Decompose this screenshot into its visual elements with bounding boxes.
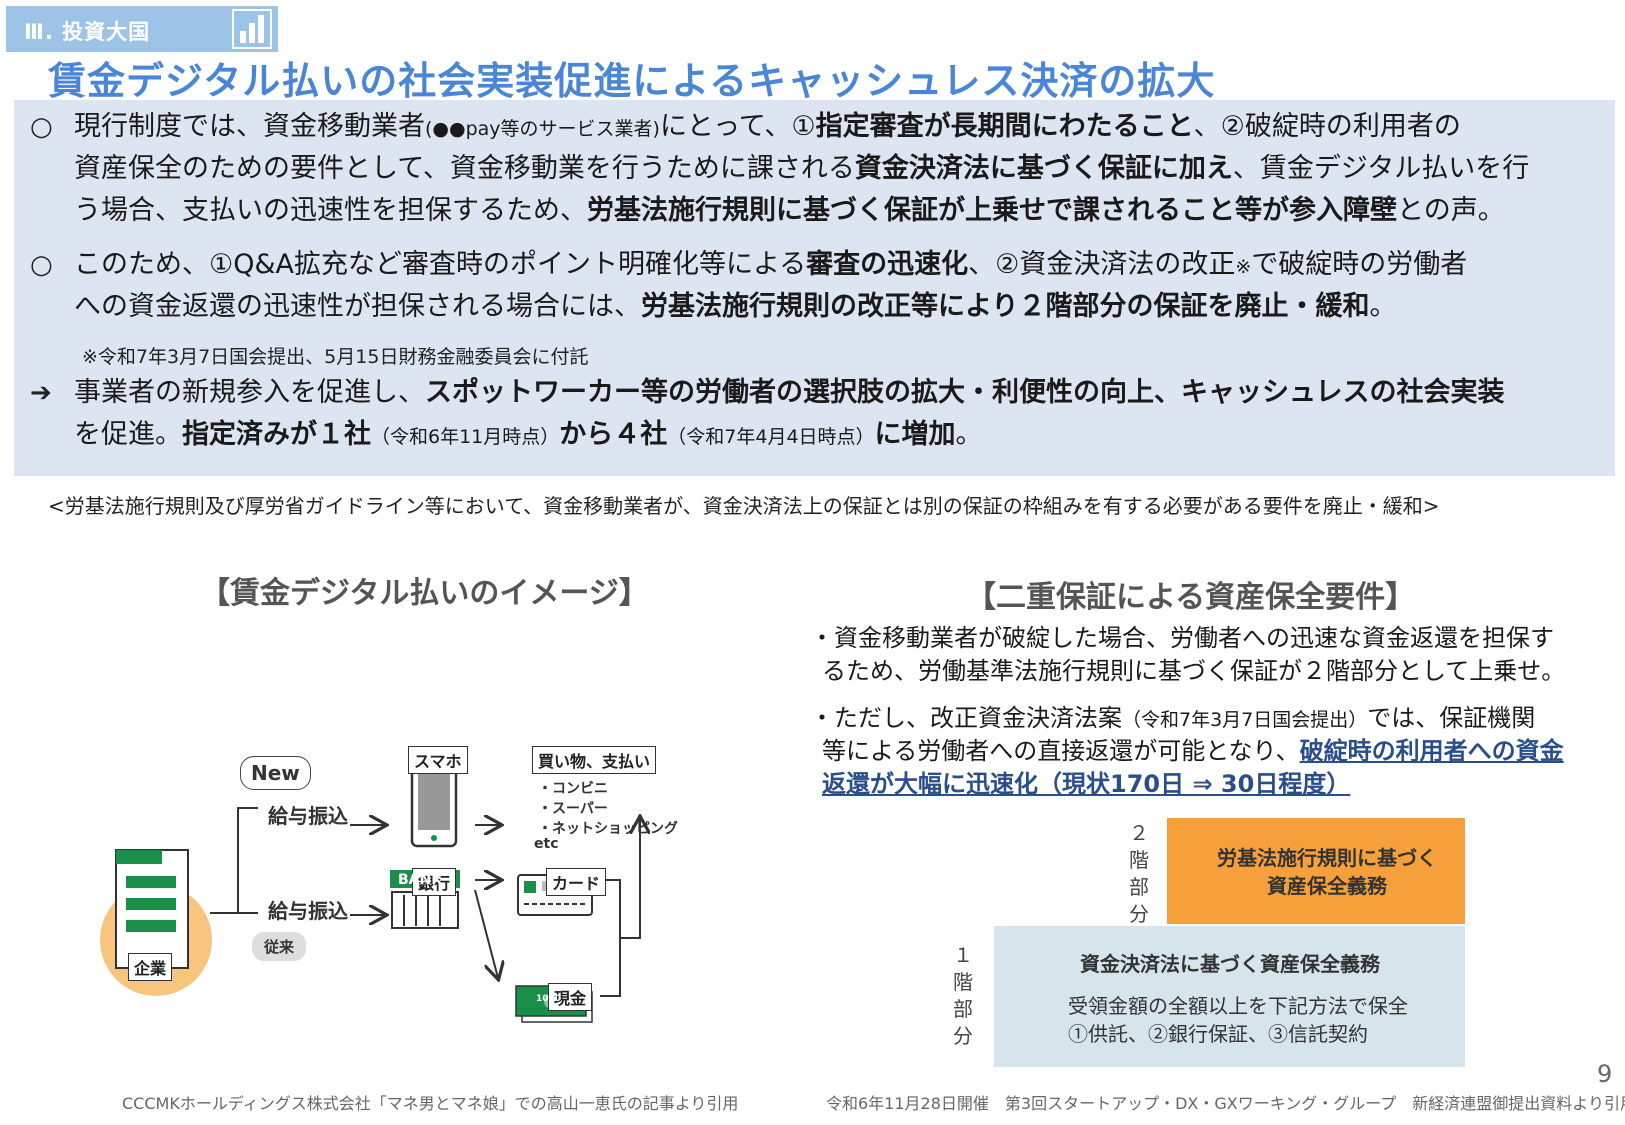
bullet-marker: ○ <box>30 112 53 142</box>
summary-p1-line3: う場合、支払いの迅速性を担保するため、労基法施行規則に基づく保証が上乗せで課され… <box>74 195 1505 226</box>
company-label: 企業 <box>128 953 173 981</box>
bank-label: 銀行 <box>412 868 457 896</box>
card-label: カード <box>546 868 607 896</box>
right-bullet2-line3: 返還が大幅に迅速化（現状170日 ⇒ 30日程度） <box>822 770 1351 798</box>
page-number: 9 <box>1597 1060 1613 1088</box>
shop-item: ・コンビニ <box>538 781 608 797</box>
level1-text: 受領金額の全額以上を下記方法で保全 <box>1068 994 1408 1018</box>
conventional-badge: 従来 <box>252 932 307 961</box>
bullet-marker: ○ <box>30 250 53 280</box>
purchases-label: 買い物、支払い <box>532 746 657 774</box>
shop-item: ・ネットショッピング <box>538 821 678 837</box>
section-tag: Ⅲ. 投資大国 <box>6 6 278 52</box>
bank-sign-label: BANK <box>398 872 443 888</box>
level2-text: 労基法施行規則に基づく <box>1217 846 1437 870</box>
left-heading: 【賃金デジタル払いのイメージ】 <box>200 576 649 611</box>
summary-p2-line1: このため、①Q&A拡充など審査時のポイント明確化等による審査の迅速化、②資金決済… <box>74 249 1468 280</box>
section-tag-label: Ⅲ. 投資大国 <box>24 20 151 44</box>
new-bubble: New <box>240 756 311 790</box>
smartphone-label: スマホ <box>408 746 468 774</box>
summary-p3-line1: 事業者の新規参入を促進し、スポットワーカー等の労働者の選択肢の拡大・利便性の向上… <box>74 377 1505 408</box>
shop-item: etc <box>534 836 559 852</box>
arrow-icon: ➔ <box>30 378 52 408</box>
level1-label: １階部分 <box>953 943 973 1048</box>
bank-building-icon <box>391 891 459 929</box>
bar-chart-icon <box>232 9 272 49</box>
summary-box: ○ 現行制度では、資金移動業者(●●pay等のサービス業者)にとって、①指定審査… <box>14 100 1615 476</box>
shop-item: ・スーパー <box>538 801 608 817</box>
summary-p2-note: ※令和7年3月7日国会提出、5月15日財務金融委員会に付託 <box>82 346 589 368</box>
right-bullet2-line2: 等による労働者への直接返還が可能となり、破綻時の利用者への資金 <box>822 737 1564 765</box>
requirement-note: <労基法施行規則及び厚労省ガイドライン等において、資金移動業者が、資金決済法上の… <box>48 494 1440 518</box>
source-left: CCCMKホールディングス株式会社「マネ男とマネ娘」での高山一恵氏の記事より引用 <box>122 1094 739 1113</box>
level1-box: 資金決済法に基づく資産保全義務 受領金額の全額以上を下記方法で保全 ①供託、②銀… <box>994 926 1465 1067</box>
page-title: 賃金デジタル払いの社会実装促進によるキャッシュレス決済の拡大 <box>48 59 1216 103</box>
source-right: 令和6年11月28日開催 第3回スタートアップ・DX・GXワーキング・グループ … <box>826 1094 1625 1113</box>
cash-note-label: 1000 <box>536 994 562 1004</box>
summary-p3-line2: を促進。指定済みが１社（令和6年11月時点）から４社（令和7年4月4日時点）に増… <box>74 419 983 450</box>
payroll-label: 給与振込 <box>268 804 348 828</box>
right-heading: 【二重保証による資産保全要件】 <box>966 580 1416 615</box>
cash-label: 現金 <box>548 983 593 1011</box>
summary-p2-line2: への資金返還の迅速性が担保される場合には、労基法施行規則の改正等により２階部分の… <box>74 291 1397 322</box>
level2-label: ２階部分 <box>1129 821 1149 926</box>
level1-title: 資金決済法に基づく資産保全義務 <box>1080 952 1380 976</box>
right-bullet2-line1: ・ただし、改正資金決済法案（令和7年3月7日国会提出）では、保証機関 <box>810 704 1536 732</box>
level1-text: ①供託、②銀行保証、③信託契約 <box>1068 1022 1368 1046</box>
summary-p1-line2: 資産保全のための要件として、資金移動業を行うために課される資金決済法に基づく保証… <box>74 153 1530 184</box>
right-bullet1-line2: るため、労働基準法施行規則に基づく保証が２階部分として上乗せ。 <box>822 657 1566 685</box>
level2-box: 労基法施行規則に基づく 資産保全義務 <box>1167 818 1465 924</box>
summary-p1-line1: 現行制度では、資金移動業者(●●pay等のサービス業者)にとって、①指定審査が長… <box>74 111 1461 142</box>
level2-text: 資産保全義務 <box>1267 874 1387 898</box>
right-bullet1-line1: ・資金移動業者が破綻した場合、労働者への迅速な資金返還を担保す <box>810 624 1554 652</box>
payroll-label: 給与振込 <box>268 899 348 923</box>
